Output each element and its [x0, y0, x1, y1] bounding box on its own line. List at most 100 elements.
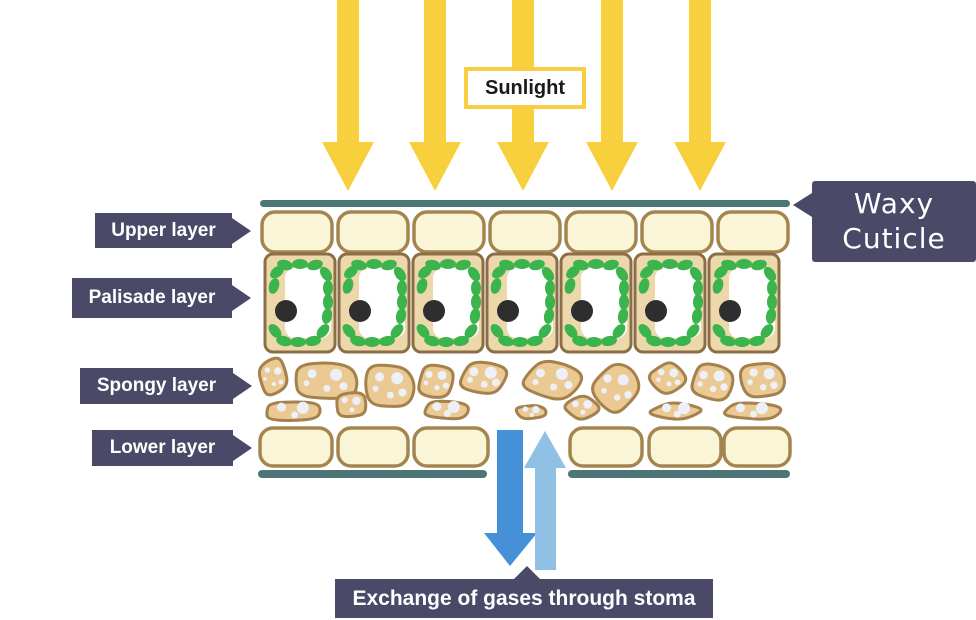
upper-layer-label-text: Upper layer [111, 219, 216, 241]
chloroplast [527, 335, 543, 347]
chloroplast [319, 266, 333, 282]
air-space-dot [442, 382, 450, 389]
lower-cuticle-line-right [568, 470, 790, 478]
lower-epidermis-cell [722, 426, 792, 468]
gas-in-arrow [524, 431, 566, 570]
lower-layer-label: Lower layer [92, 430, 233, 466]
chloroplast [471, 294, 481, 310]
air-space-dot [447, 401, 460, 413]
chloroplast [763, 266, 777, 282]
air-space-dot [713, 370, 725, 382]
air-space-dot [480, 380, 488, 388]
chloroplast [469, 308, 481, 324]
air-space-dot [484, 366, 497, 379]
air-space-dot [662, 403, 672, 413]
chloroplast [675, 335, 691, 347]
upper-epidermis-cell [488, 210, 562, 254]
palisade-cell-vacuole [581, 268, 627, 338]
spongy-cell [647, 361, 688, 395]
sunlight-ray-arrow [586, 0, 638, 191]
spongy-cell [364, 363, 416, 408]
palisade-cell-vacuole [433, 268, 479, 338]
chloroplast [416, 324, 430, 338]
air-space-dot [749, 368, 758, 377]
air-space-dot [341, 397, 348, 404]
air-space-dot [678, 402, 691, 415]
air-space-dot [391, 372, 404, 385]
spongy-cell [739, 362, 786, 399]
air-space-dot [278, 379, 284, 385]
air-space-dot [276, 402, 286, 412]
air-space-dot [583, 400, 593, 409]
air-space-dot [763, 368, 775, 380]
chloroplast [572, 335, 588, 347]
chloroplast [564, 278, 576, 294]
chloroplast [545, 294, 555, 310]
palisade-cell-vacuole [655, 268, 701, 338]
chloroplast [440, 259, 456, 269]
spongy-cell [563, 394, 601, 421]
air-space-dot [658, 368, 665, 376]
chloroplast [393, 266, 407, 282]
air-space-dot [550, 383, 558, 391]
air-space-dot [770, 381, 778, 389]
chloroplast [455, 259, 471, 271]
air-space-dot [274, 367, 282, 375]
upper-epidermis-cell [412, 210, 486, 254]
sunlight-ray-arrow [322, 0, 374, 191]
chloroplast [467, 266, 481, 282]
air-space-dot [291, 411, 299, 419]
air-space-dot [532, 379, 539, 385]
chloroplast [586, 337, 602, 347]
chloroplast [689, 266, 703, 282]
palisade-cell-vacuole [359, 268, 405, 338]
chloroplast [342, 324, 356, 338]
air-space-dot [307, 369, 317, 379]
nucleus-dot [497, 300, 519, 322]
spongy-cell [591, 362, 641, 414]
sunlight-label: Sunlight [464, 67, 586, 109]
chloroplast [350, 335, 366, 347]
chloroplast [662, 259, 678, 269]
air-space-dot [303, 380, 310, 387]
chloroplast [529, 259, 545, 271]
chloroplast [268, 324, 282, 338]
upper-epidermis-cell [564, 210, 638, 254]
chloroplast [397, 294, 407, 310]
nucleus-dot [349, 300, 371, 322]
lower-layer-label-text: Lower layer [109, 437, 216, 458]
waxy-cuticle-label: Waxy Cuticle [793, 181, 976, 262]
chloroplast [464, 324, 478, 338]
chloroplast [321, 308, 333, 324]
air-space-dot [264, 367, 271, 373]
lower-epidermis-cell [336, 426, 410, 468]
chloroplast [646, 335, 662, 347]
air-space-dot [522, 406, 529, 413]
sunlight-ray-arrow [674, 0, 726, 191]
air-space-dot [529, 412, 534, 417]
chloroplast [638, 278, 650, 294]
upper-layer-label: Upper layer [95, 213, 232, 248]
upper-epidermis-cell [336, 210, 410, 254]
chloroplast [660, 337, 676, 347]
air-space-dot [535, 368, 545, 378]
chloroplast [424, 335, 440, 347]
chloroplast [538, 324, 552, 338]
gas-exchange-label-text: Exchange of gases through stoma [352, 586, 696, 610]
chloroplast [416, 278, 428, 294]
chloroplast [541, 266, 555, 282]
air-space-dot [614, 394, 621, 401]
chloroplast [290, 337, 306, 347]
air-space-dot [532, 405, 540, 414]
air-space-dot [750, 410, 758, 418]
chloroplast [677, 259, 693, 271]
chloroplast [612, 324, 626, 338]
chloroplast [691, 308, 703, 324]
spongy-layer-label-text: Spongy layer [96, 375, 217, 396]
air-space-dot [617, 374, 629, 386]
air-space-dot [352, 396, 361, 405]
air-space-dot [666, 381, 672, 387]
chloroplast [438, 337, 454, 347]
upper-epidermis-cell [640, 210, 714, 254]
